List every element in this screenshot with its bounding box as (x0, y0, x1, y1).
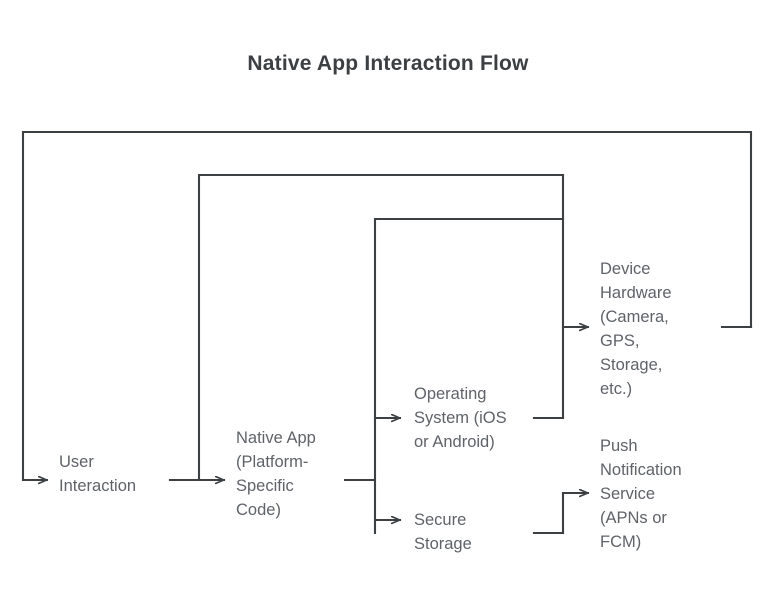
edge-outer-loopback (21, 130, 753, 482)
node-secure-storage: Secure Storage (414, 511, 472, 553)
page-title: Native App Interaction Flow (247, 52, 529, 75)
node-native-app: Native App (Platform- Specific Code) (236, 429, 316, 519)
node-user-interaction: User Interaction (59, 453, 137, 495)
edge-middle-loopback (197, 173, 565, 482)
node-operating-system: Operating System (iOS or Android) (414, 385, 507, 451)
node-push-notification-service: Push Notification Service (APNs or FCM) (600, 437, 682, 551)
node-device-hardware: Device Hardware (Camera, GPS, Storage, e… (600, 260, 672, 398)
edge-inner-loopback (373, 217, 565, 535)
